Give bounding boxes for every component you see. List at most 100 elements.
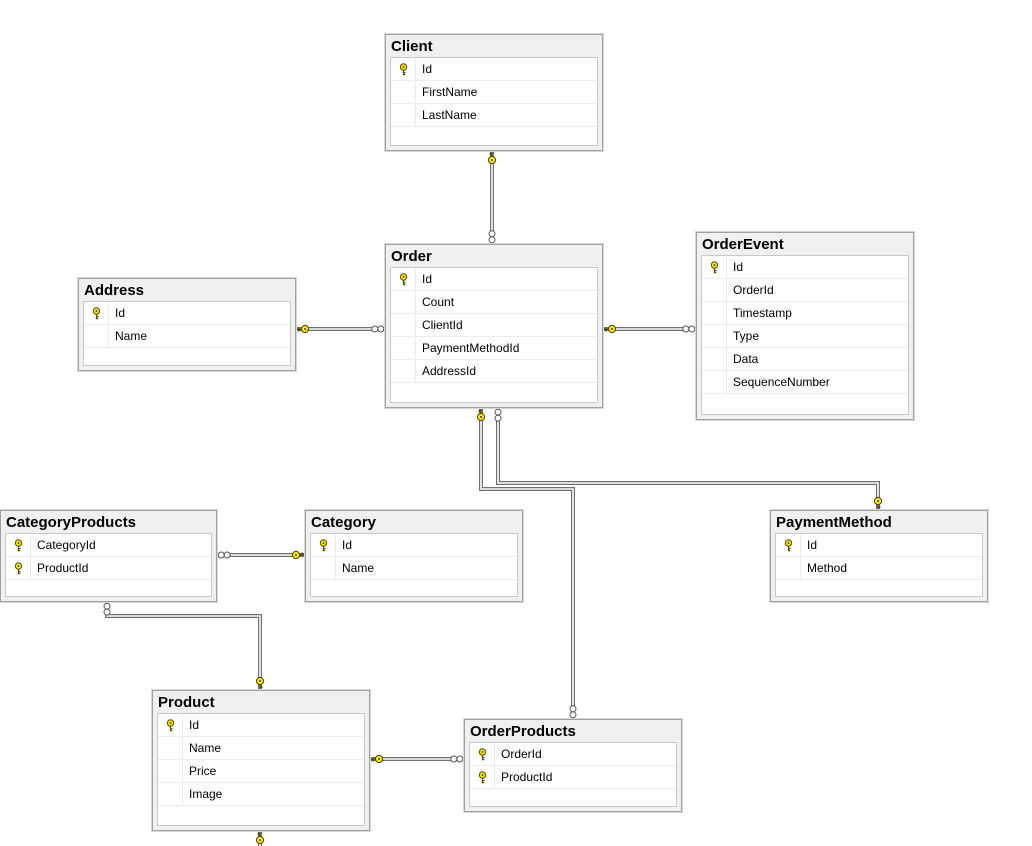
table-title: Product: [158, 694, 215, 711]
many-end-icon: [488, 236, 496, 244]
relationship-line-outer: [496, 409, 880, 509]
column-gutter: [702, 348, 727, 370]
column-row[interactable]: ClientId: [391, 314, 597, 337]
primary-key-icon: [91, 306, 102, 320]
column-gutter: [84, 325, 109, 347]
column-gutter: [391, 81, 416, 103]
table-title: CategoryProducts: [6, 514, 137, 531]
column-name: Name: [189, 741, 222, 755]
column-gutter: [84, 302, 109, 324]
key-end-hole: [304, 328, 306, 330]
column-gutter: [391, 360, 416, 382]
column-gutter: [158, 737, 183, 759]
many-end-icon: [450, 755, 458, 763]
key-end-hole: [877, 500, 879, 502]
column-row[interactable]: Method: [776, 557, 982, 580]
column-row[interactable]: Id: [311, 534, 517, 557]
relationship-line-inner: [106, 603, 261, 689]
column-name: CategoryId: [37, 538, 96, 552]
column-row[interactable]: Name: [84, 325, 290, 348]
column-row[interactable]: OrderId: [702, 279, 908, 302]
column-gutter: [311, 534, 336, 556]
column-row[interactable]: Name: [158, 737, 364, 760]
table-title: Category: [311, 514, 377, 531]
column-gutter: [391, 337, 416, 359]
column-row[interactable]: Type: [702, 325, 908, 348]
column-row[interactable]: LastName: [391, 104, 597, 127]
column-name: Id: [422, 62, 433, 76]
column-row[interactable]: ProductId: [6, 557, 211, 580]
column-row[interactable]: Image: [158, 783, 364, 806]
column-name: Id: [422, 272, 433, 286]
column-row[interactable]: Id: [391, 58, 597, 81]
primary-key-icon: [165, 718, 176, 732]
relationship-category-categoryproducts: [217, 550, 304, 560]
column-gutter: [391, 291, 416, 313]
column-name: Method: [807, 561, 848, 575]
column-gutter: [391, 104, 416, 126]
many-end-icon: [223, 551, 231, 559]
column-row[interactable]: PaymentMethodId: [391, 337, 597, 360]
relationship-paymentmethod-order: [494, 408, 883, 509]
many-end-icon: [688, 325, 696, 333]
table-title: OrderEvent: [702, 236, 784, 253]
column-row[interactable]: SequenceNumber: [702, 371, 908, 394]
column-name: Timestamp: [733, 306, 792, 320]
column-row[interactable]: OrderId: [470, 743, 676, 766]
column-gutter: [702, 325, 727, 347]
column-gutter: [6, 534, 31, 556]
column-row[interactable]: Count: [391, 291, 597, 314]
many-end-icon: [488, 230, 496, 238]
column-row[interactable]: Id: [702, 256, 908, 279]
many-end-icon: [456, 755, 464, 763]
key-end-hole: [611, 328, 613, 330]
column-row[interactable]: Id: [84, 302, 290, 325]
column-name: LastName: [422, 108, 477, 122]
column-gutter: [158, 760, 183, 782]
column-row[interactable]: AddressId: [391, 360, 597, 383]
column-row[interactable]: Price: [158, 760, 364, 783]
column-name: Count: [422, 295, 455, 309]
column-row[interactable]: Timestamp: [702, 302, 908, 325]
primary-key-icon: [477, 747, 488, 761]
column-name: Id: [733, 260, 744, 274]
column-name: FirstName: [422, 85, 478, 99]
column-name: Data: [733, 352, 759, 366]
column-row[interactable]: ProductId: [470, 766, 676, 789]
column-gutter: [702, 371, 727, 393]
column-name: Id: [342, 538, 353, 552]
column-gutter: [702, 279, 727, 301]
column-row[interactable]: Data: [702, 348, 908, 371]
column-row[interactable]: Id: [391, 268, 597, 291]
table-title: OrderProducts: [470, 723, 576, 740]
column-name: SequenceNumber: [733, 375, 830, 389]
column-name: PaymentMethodId: [422, 341, 520, 355]
column-gutter: [158, 714, 183, 736]
column-row[interactable]: CategoryId: [6, 534, 211, 557]
column-gutter: [391, 268, 416, 290]
key-end-hole: [480, 416, 482, 418]
column-row[interactable]: Id: [776, 534, 982, 557]
column-row[interactable]: Name: [311, 557, 517, 580]
column-row[interactable]: FirstName: [391, 81, 597, 104]
primary-key-icon: [783, 538, 794, 552]
relationship-product-orderproducts: [371, 754, 464, 764]
many-end-icon: [371, 325, 379, 333]
column-row[interactable]: Id: [158, 714, 364, 737]
key-end-hole: [491, 159, 493, 161]
